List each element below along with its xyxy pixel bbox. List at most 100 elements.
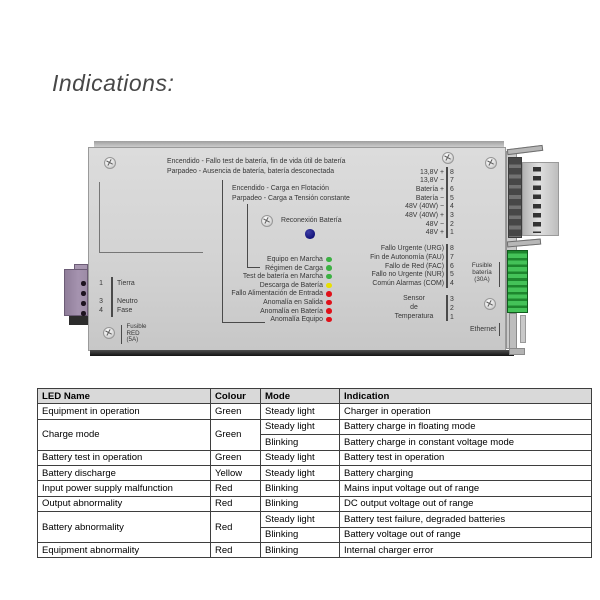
terminal-label: 48V (40W) −	[405, 203, 444, 211]
green-led-dot	[326, 256, 332, 263]
terminal-bar	[446, 243, 448, 288]
connector-pin	[81, 301, 86, 306]
sensor-label-line: Sensor	[403, 295, 425, 303]
mains-terminal-label: Neutro	[117, 297, 138, 305]
fuse-label-line: batería	[472, 269, 492, 277]
indication-cell: Battery voltage out of range	[339, 526, 592, 543]
socket-slots	[533, 167, 541, 233]
fuse-label-line: (30A)	[474, 276, 490, 284]
indication-cell: Battery charge in floating mode	[339, 418, 592, 436]
indication-cell: DC output voltage out of range	[339, 495, 592, 513]
red-led-dot	[326, 291, 332, 297]
screw-icon	[441, 151, 454, 164]
green-led-dot	[326, 273, 332, 280]
table-header-cell: Colour	[210, 387, 261, 405]
mains-fuse-label: Fusible RED (5A)	[127, 323, 161, 344]
leader-line	[246, 203, 248, 268]
face-panel-line	[99, 251, 203, 253]
table-header-cell: LED Name	[37, 387, 211, 405]
ethernet-label: Ethernet	[469, 325, 496, 333]
led-row: Régimen de Carga	[265, 264, 332, 273]
device-top-edge	[94, 141, 504, 148]
terminal-label: Batería +	[415, 185, 444, 193]
sensor-label-line: Temperatura	[394, 312, 434, 320]
led-row: Descarga de Batería	[260, 281, 332, 290]
terminal-label: Fallo Urgente (URG)	[380, 245, 444, 253]
led-name-cell: Input power supply malfunction	[37, 480, 211, 497]
red-led-dot	[326, 299, 332, 306]
led-row: Fallo Alimentación de Entrada	[231, 289, 332, 298]
indication-cell: Battery test in operation	[339, 449, 592, 466]
mode-cell: Steady light	[260, 418, 340, 436]
mains-connector-foot	[69, 316, 88, 325]
mains-connector	[64, 269, 88, 316]
mode-cell: Steady light	[260, 449, 340, 466]
table-header-cell: Mode	[260, 387, 340, 405]
terminal-bar	[446, 294, 448, 321]
colour-cell: Green	[210, 449, 261, 466]
terminal-pin-number: 7	[450, 177, 454, 185]
terminal-pin-number: 1	[450, 229, 454, 237]
red-led-dot	[326, 308, 332, 314]
led-row: Anomalía en Salida	[263, 298, 332, 307]
terminal-pin-number: 6	[450, 185, 454, 193]
terminal-pin-number: 5	[450, 194, 454, 202]
mode-cell: Blinking	[260, 495, 340, 513]
led-name-cell: Battery discharge	[37, 464, 211, 482]
led-row: Test de batería en Marcha	[243, 272, 332, 281]
page-title: Indications:	[52, 70, 175, 96]
led-label: Fallo Alimentación de Entrada	[231, 290, 323, 298]
leader-line	[222, 180, 224, 323]
backplane-connector	[508, 157, 522, 238]
screw-icon	[484, 156, 497, 169]
connector-clip	[506, 144, 544, 156]
fuse-label-line: Fusible	[471, 262, 493, 269]
terminal-bar	[446, 167, 448, 238]
annotation-line: Encendido - Carga en Flotación	[232, 185, 329, 192]
indication-cell: Charger in operation	[339, 403, 592, 420]
annotation-line: Encendido - Fallo test de batería, fin d…	[167, 158, 346, 165]
terminal-label: 13,8V −	[420, 177, 444, 185]
green-led-dot	[326, 265, 332, 271]
backplane-socket	[522, 162, 559, 236]
indication-cell: Internal charger error	[339, 541, 592, 559]
colour-cell: Red	[210, 541, 261, 559]
led-label: Régimen de Carga	[265, 264, 323, 272]
terminal-label: Común Alarmas (COM)	[372, 279, 444, 287]
red-led-dot	[326, 316, 332, 323]
device-bottom-edge	[90, 350, 514, 356]
battery-fuse-label: Fusible batería (30A)	[466, 262, 498, 284]
led-label: Anomalía Equipo	[270, 316, 323, 324]
terminal-pin-number: 2	[450, 304, 454, 312]
led-row: Anomalía Equipo	[270, 315, 332, 324]
mains-connector	[74, 264, 88, 270]
annotation-line: Parpadeo - Carga a Tensión constante	[232, 194, 350, 202]
terminal-pin-number: 3	[450, 296, 454, 304]
battery-terminal-connector	[507, 250, 528, 313]
annotation-line: Parpadeo - Ausencia de batería, batería …	[167, 167, 335, 175]
terminal-pin-number: 6	[450, 262, 454, 270]
led-row: Anomalía en Batería	[260, 307, 332, 316]
terminal-label: Fallo no Urgente (NUR)	[371, 271, 444, 279]
terminal-pin-number: 8	[450, 168, 454, 176]
terminal-pin-number: 5	[450, 271, 454, 279]
mode-cell: Steady light	[260, 511, 340, 528]
connector-pin	[81, 281, 86, 286]
device-face	[88, 147, 506, 351]
colour-cell: Red	[210, 480, 261, 497]
terminal-pin-number: 3	[450, 212, 454, 220]
leader-line	[246, 266, 260, 268]
indication-cell: Mains input voltage out of range	[339, 480, 592, 497]
